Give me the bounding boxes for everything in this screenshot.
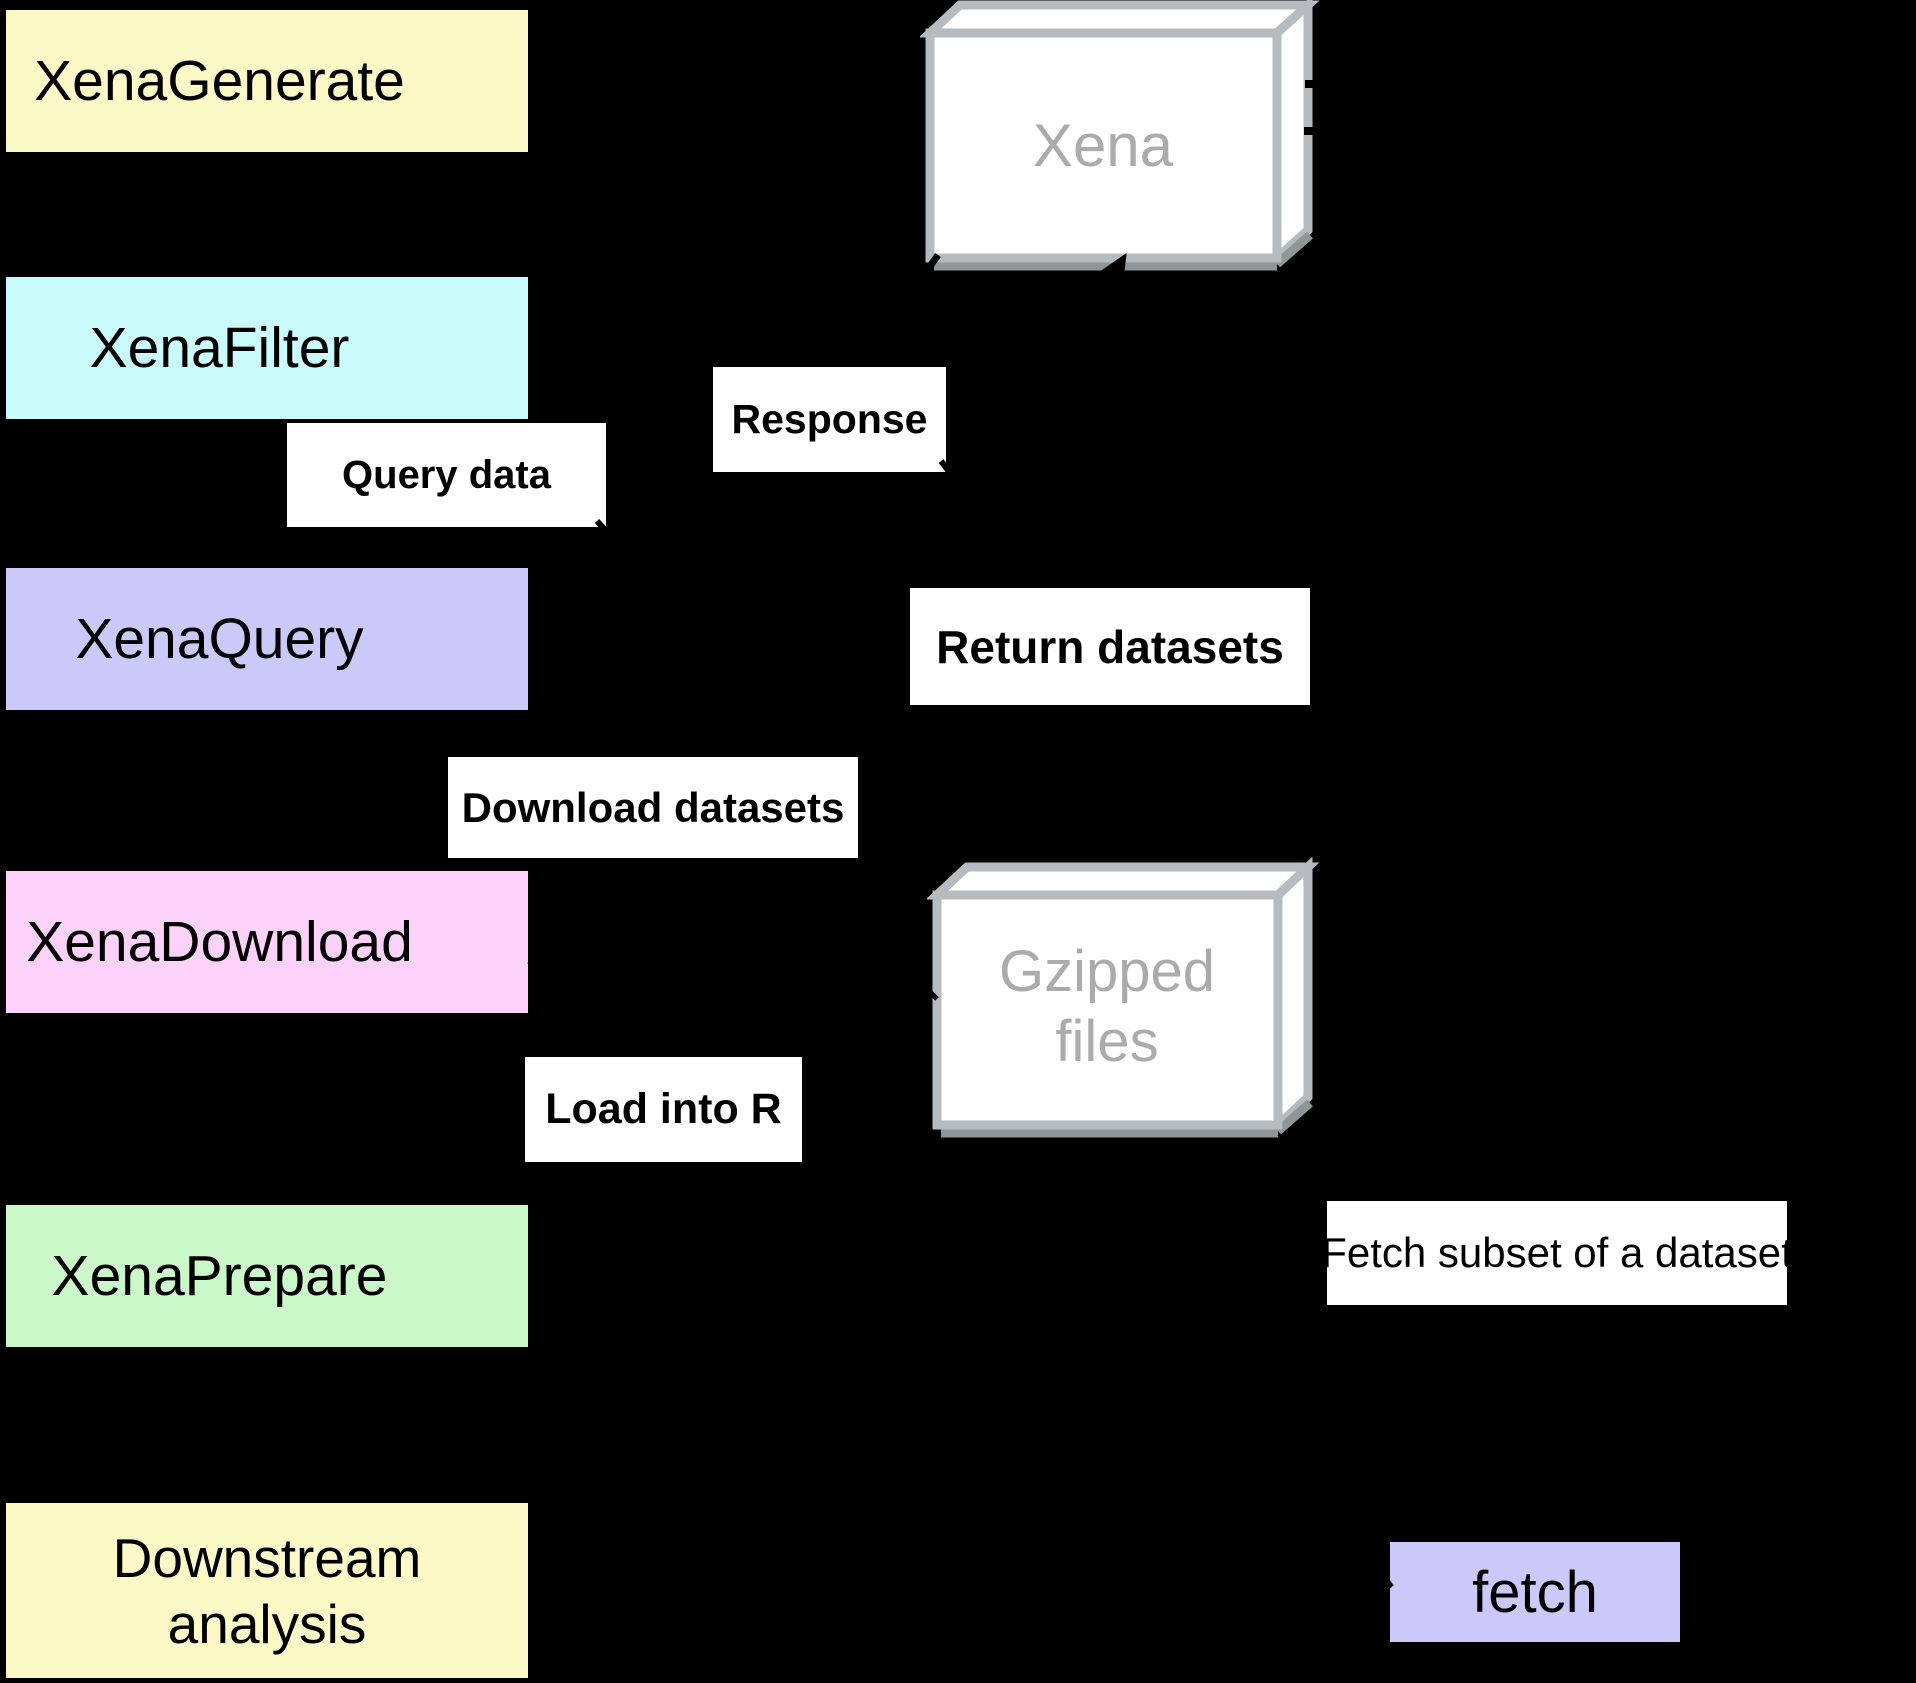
datastore-xena-label: Xena [1033,112,1174,179]
datastore-xena-front-face [925,28,1282,263]
datastore-xena-shadow-side [1274,231,1313,268]
datastore-gzipped-label-line2: files [1055,1009,1158,1074]
datastore-xena: Xena [920,0,1320,271]
flow-label-fetch-subset: Fetch subset of a dataset [1321,1201,1793,1305]
arrowhead-into-xena-download [526,954,543,970]
pipeline-box-xena-prepare: XenaPrepare [6,1205,528,1347]
pipeline-box-downstream-analysis: Downstream analysis [6,1503,528,1678]
pipeline-box-xena-generate: XenaGenerate [6,10,528,152]
flow-label-response: Response [713,367,946,472]
datastore-gzipped-shadow-side [1275,1099,1313,1135]
datastore-gzipped-files: Gzipped files [927,857,1320,1138]
pipeline-box-xena-query: XenaQuery [6,568,528,710]
pipeline-box-xena-download: XenaDownload [6,871,528,1013]
datastore-xena-side-face [1272,0,1313,269]
flow-label-return-datasets: Return datasets [910,588,1310,705]
datastore-gzipped-front-face [932,890,1283,1130]
flow-label-download-datasets: Download datasets [448,757,858,858]
flow-label-load-into-r: Load into R [525,1057,802,1162]
fetch-box: fetch [1390,1542,1680,1642]
pipeline-box-xena-filter: XenaFilter [6,277,528,419]
flow-label-query-data: Query data [287,423,606,527]
datastore-gzipped-label-line1: Gzipped [999,939,1215,1004]
